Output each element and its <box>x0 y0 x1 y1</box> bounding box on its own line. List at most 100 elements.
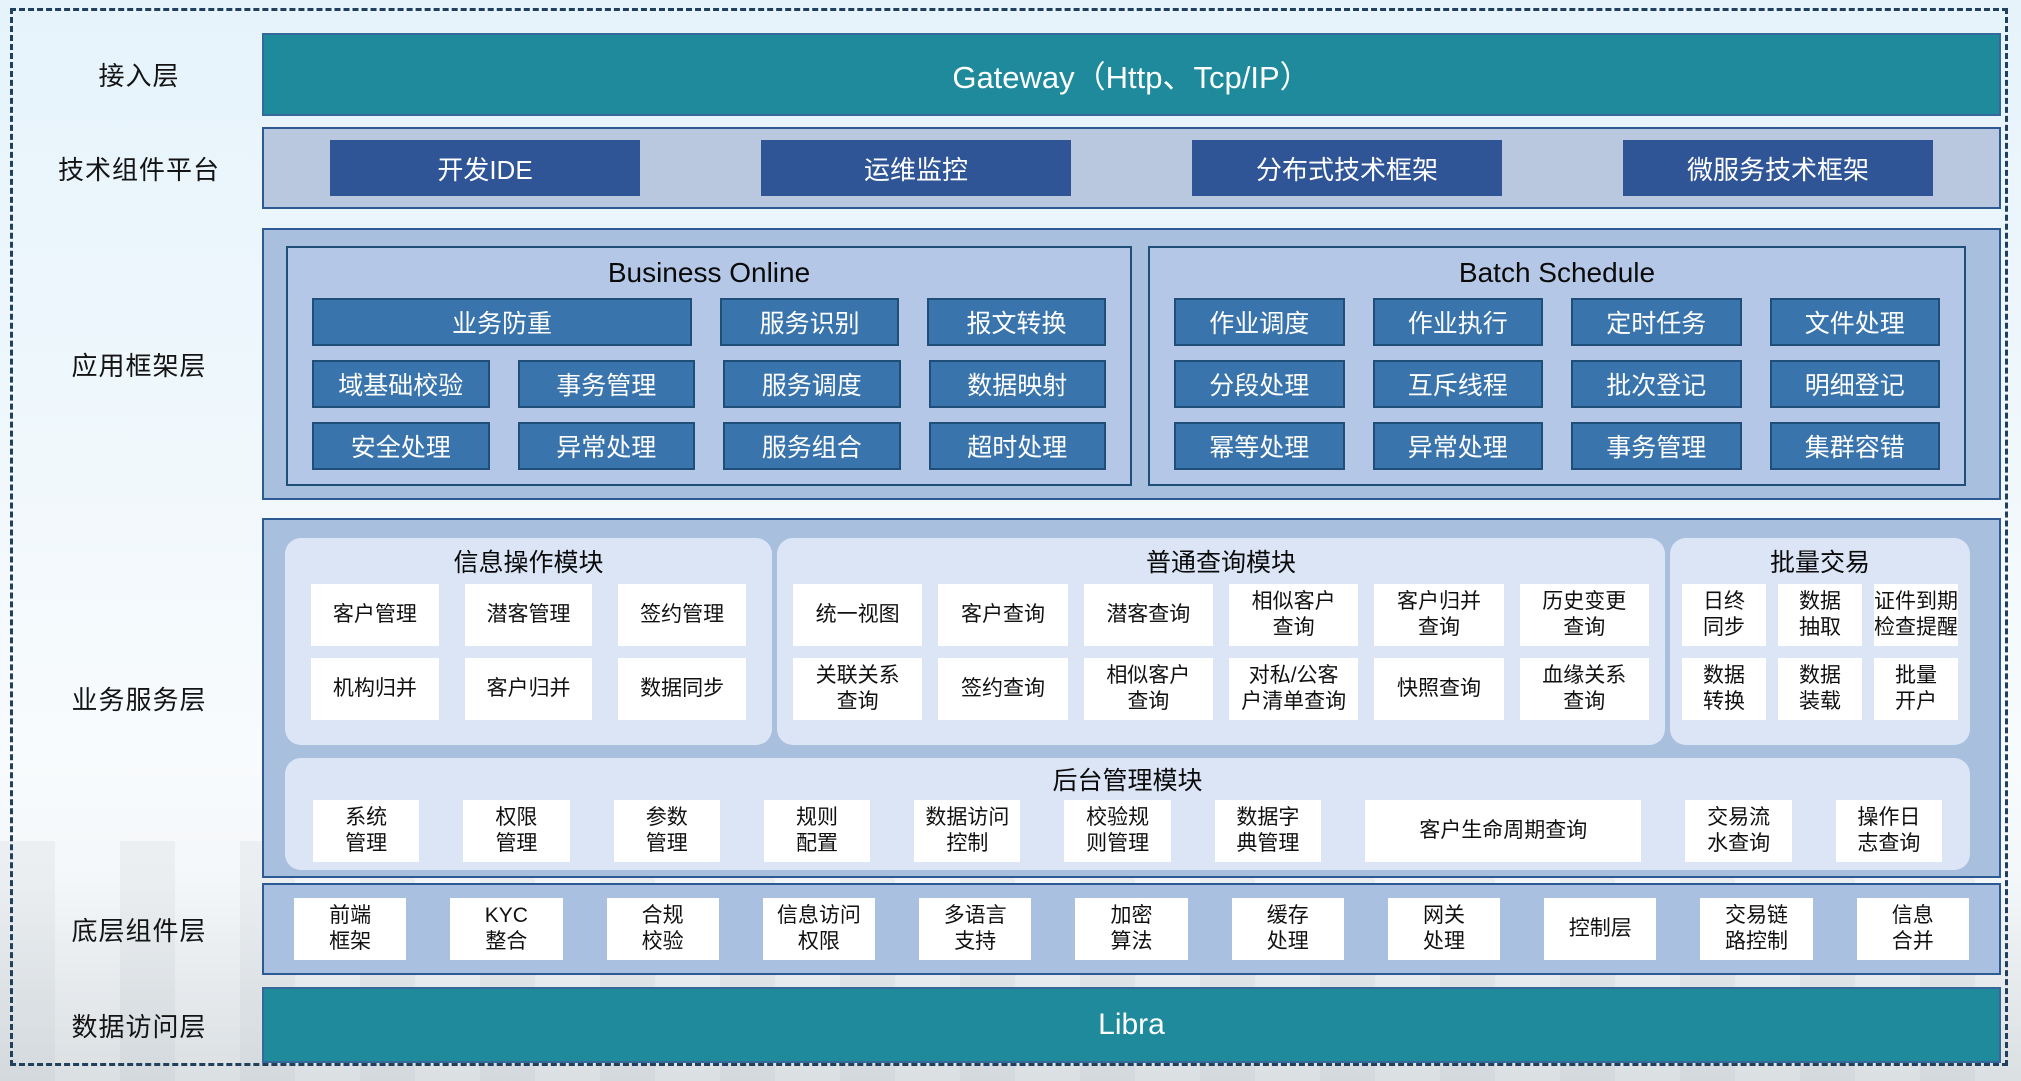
batch-schedule-title: Batch Schedule <box>1458 257 1656 288</box>
component-item-box: 缓存 处理 <box>1231 898 1344 960</box>
business-online-panel: Business Online 业务防重服务识别报文转换 域基础校验事务管理服务… <box>286 246 1132 486</box>
query-module-title: 普通查询模块 <box>1145 549 1296 577</box>
admin-item-box: 数据字 典管理 <box>1214 800 1322 862</box>
service-item-box: 血缘关系 查询 <box>1519 658 1649 720</box>
batch-schedule-row-3: 幂等处理异常处理事务管理集群容错 <box>1150 422 1964 470</box>
service-item-box: 快照查询 <box>1374 658 1504 720</box>
service-item-box: 对私/公客 户清单查询 <box>1228 658 1359 720</box>
framework-item: 分段处理 <box>1174 360 1345 408</box>
component-item-box: 信息 合并 <box>1856 898 1969 960</box>
service-item-box: 客户查询 <box>938 584 1068 646</box>
component-item-box: KYC 整合 <box>450 898 563 960</box>
info-module-row-1: 客户管理潜客管理签约管理 <box>285 584 772 646</box>
batch-schedule-panel: Batch Schedule 作业调度作业执行定时任务文件处理 分段处理互斥线程… <box>1148 246 1966 486</box>
framework-item: 服务识别 <box>720 298 900 346</box>
framework-item: 明细登记 <box>1769 360 1940 408</box>
service-item-box: 签约查询 <box>938 658 1068 720</box>
layer-label-data: 数据访问层 <box>71 1011 207 1042</box>
service-item-box: 数据 抽取 <box>1778 584 1862 646</box>
service-item-box: 客户归并 <box>464 658 593 720</box>
service-item-box: 批量 开户 <box>1874 658 1958 720</box>
service-item-box: 客户归并 查询 <box>1374 584 1504 646</box>
component-item-box: 交易链 路控制 <box>1700 898 1813 960</box>
component-item-box: 前端 框架 <box>294 898 407 960</box>
framework-item: 幂等处理 <box>1174 422 1345 470</box>
admin-item-box: 数据访问 控制 <box>914 800 1021 862</box>
framework-item: 域基础校验 <box>312 360 490 408</box>
admin-module: 后台管理模块 系统 管理权限 管理参数 管理规则 配置数据访问 控制校验规 则管… <box>285 758 1970 870</box>
service-item-box: 数据 装载 <box>1778 658 1862 720</box>
business-service-panel: 信息操作模块 客户管理潜客管理签约管理 机构归并客户归并数据同步 普通查询模块 … <box>262 518 2001 878</box>
framework-item: 批次登记 <box>1571 360 1742 408</box>
component-item-box: 合规 校验 <box>606 898 719 960</box>
service-item-box: 证件到期 检查提醒 <box>1874 584 1958 646</box>
admin-item-box: 参数 管理 <box>613 800 720 862</box>
service-item-box: 签约管理 <box>618 584 747 646</box>
tech-component-item: 运维监控 <box>761 140 1071 196</box>
business-online-row-1: 业务防重服务识别报文转换 <box>288 298 1130 346</box>
framework-item: 异常处理 <box>1372 422 1543 470</box>
gateway-bar: Gateway（Http、Tcp/IP） <box>262 33 2001 116</box>
admin-module-row: 系统 管理权限 管理参数 管理规则 配置数据访问 控制校验规 则管理数据字 典管… <box>285 800 1970 862</box>
service-item-box: 关联关系 查询 <box>793 658 923 720</box>
service-item-box: 历史变更 查询 <box>1519 584 1649 646</box>
admin-item-box: 交易流 水查询 <box>1685 800 1792 862</box>
framework-item: 服务组合 <box>723 422 901 470</box>
libra-bar: Libra <box>262 987 2001 1063</box>
framework-item: 业务防重 <box>312 298 693 346</box>
component-item-box: 加密 算法 <box>1075 898 1188 960</box>
service-item-box: 潜客查询 <box>1083 584 1213 646</box>
layer-label-service: 业务服务层 <box>71 684 207 715</box>
component-item-box: 控制层 <box>1544 898 1657 960</box>
layer-label-tech: 技术组件平台 <box>57 154 220 185</box>
business-online-row-2: 域基础校验事务管理服务调度数据映射 <box>288 360 1130 408</box>
framework-item: 超时处理 <box>928 422 1106 470</box>
batch-schedule-row-2: 分段处理互斥线程批次登记明细登记 <box>1150 360 1964 408</box>
admin-item-box: 校验规 则管理 <box>1064 800 1171 862</box>
batch-trade-module: 批量交易 日终 同步数据 抽取证件到期 检查提醒 数据 转换数据 装载批量 开户 <box>1670 538 1970 745</box>
batch-module-row-1: 日终 同步数据 抽取证件到期 检查提醒 <box>1670 584 1970 646</box>
libra-title: Libra <box>1098 1008 1165 1041</box>
framework-item: 安全处理 <box>312 422 490 470</box>
layer-label-bottom: 底层组件层 <box>71 915 207 946</box>
admin-item-box: 操作日 志查询 <box>1835 800 1943 862</box>
service-item-box: 相似客户 查询 <box>1083 658 1213 720</box>
service-item-box: 数据 转换 <box>1682 658 1766 720</box>
app-framework-panel: Business Online 业务防重服务识别报文转换 域基础校验事务管理服务… <box>262 228 2001 500</box>
info-module-title: 信息操作模块 <box>453 549 604 577</box>
framework-item: 作业执行 <box>1372 298 1543 346</box>
service-item-box: 相似客户 查询 <box>1228 584 1359 646</box>
service-item-box: 数据同步 <box>618 658 747 720</box>
framework-item: 异常处理 <box>517 422 695 470</box>
framework-item: 作业调度 <box>1174 298 1345 346</box>
query-module-row-2: 关联关系 查询签约查询相似客户 查询对私/公客 户清单查询快照查询血缘关系 查询 <box>777 658 1665 720</box>
component-item-box: 网关 处理 <box>1387 898 1501 960</box>
admin-item-box: 客户生命周期查询 <box>1365 800 1642 862</box>
common-query-module: 普通查询模块 统一视图客户查询潜客查询相似客户 查询客户归并 查询历史变更 查询… <box>777 538 1665 745</box>
service-item-box: 潜客管理 <box>464 584 593 646</box>
service-item-box: 日终 同步 <box>1682 584 1766 646</box>
framework-item: 文件处理 <box>1769 298 1940 346</box>
info-operation-module: 信息操作模块 客户管理潜客管理签约管理 机构归并客户归并数据同步 <box>285 538 772 745</box>
framework-item: 报文转换 <box>927 298 1106 346</box>
query-module-row-1: 统一视图客户查询潜客查询相似客户 查询客户归并 查询历史变更 查询 <box>777 584 1665 646</box>
framework-item: 数据映射 <box>928 360 1106 408</box>
business-online-title: Business Online <box>607 257 811 288</box>
batch-module-row-2: 数据 转换数据 装载批量 开户 <box>1670 658 1970 720</box>
tech-component-item: 分布式技术框架 <box>1192 140 1502 196</box>
framework-item: 定时任务 <box>1571 298 1742 346</box>
layer-label-framework: 应用框架层 <box>71 350 207 381</box>
admin-item-box: 规则 配置 <box>763 800 871 862</box>
service-item-box: 客户管理 <box>311 584 439 646</box>
admin-item-box: 系统 管理 <box>313 800 420 862</box>
service-item-box: 机构归并 <box>311 658 439 720</box>
gateway-title: Gateway（Http、Tcp/IP） <box>952 60 1311 95</box>
admin-item-box: 权限 管理 <box>463 800 570 862</box>
tech-component-item: 开发IDE <box>330 140 640 196</box>
layer-label-access: 接入层 <box>98 61 180 91</box>
admin-module-title: 后台管理模块 <box>1052 767 1203 795</box>
framework-item: 集群容错 <box>1769 422 1940 470</box>
info-module-row-2: 机构归并客户归并数据同步 <box>285 658 772 720</box>
